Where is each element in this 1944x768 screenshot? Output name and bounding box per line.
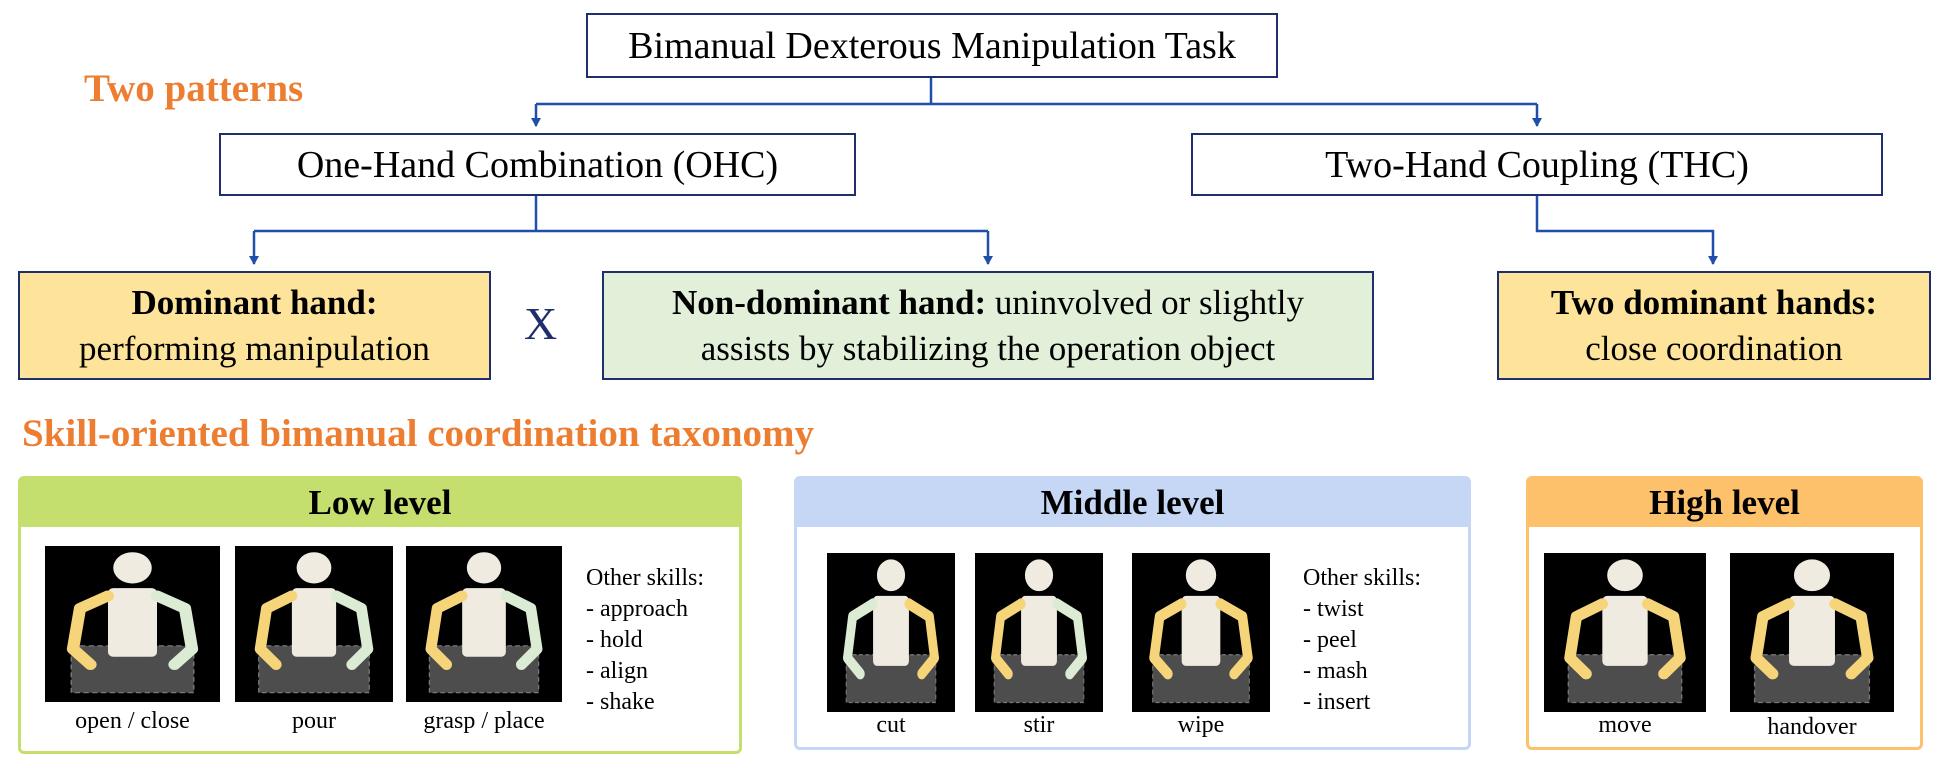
robot-figure bbox=[425, 552, 543, 694]
high-level-header: High level bbox=[1529, 479, 1920, 527]
middle-thumb-wipe bbox=[1132, 553, 1270, 712]
robot-left-arm bbox=[843, 598, 878, 680]
caption-grasp-place: grasp / place bbox=[423, 708, 545, 734]
root-task-label: Bimanual Dexterous Manipulation Task bbox=[628, 24, 1236, 67]
two-dominant-hands-box: Two dominant hands: close coordination bbox=[1497, 271, 1931, 380]
robot-torso bbox=[462, 588, 506, 657]
low-thumb-pour bbox=[235, 546, 393, 702]
robot-right-arm bbox=[1829, 598, 1874, 680]
robot-torso bbox=[1181, 595, 1221, 666]
middle-level-title: Middle level bbox=[1040, 483, 1225, 522]
robot-left-arm bbox=[1149, 598, 1187, 680]
combination-x-symbol: X bbox=[524, 298, 558, 349]
robot-head bbox=[1024, 559, 1054, 592]
dominant-hand-text: performing manipulation bbox=[79, 328, 430, 368]
robot-figure bbox=[1750, 559, 1874, 704]
middle-other-skills: Other skills: - twist - peel - mash - in… bbox=[1303, 563, 1421, 718]
skill-item: - mash bbox=[1303, 658, 1368, 684]
caption-open-close: open / close bbox=[75, 708, 190, 734]
robot-left-arm bbox=[425, 590, 468, 671]
robot-right-arm bbox=[904, 598, 939, 680]
robot-torso bbox=[291, 588, 337, 657]
skill-item: - insert bbox=[1303, 689, 1371, 715]
low-thumb-open-close bbox=[45, 546, 220, 702]
robot-left-arm bbox=[66, 590, 115, 671]
robot-left-arm bbox=[991, 598, 1026, 680]
ohc-box: One-Hand Combination (OHC) bbox=[219, 133, 856, 196]
low-level-title: Low level bbox=[308, 483, 452, 522]
low-level-header: Low level bbox=[21, 479, 739, 527]
robot-right-arm bbox=[1052, 598, 1087, 680]
robot-head bbox=[876, 559, 906, 592]
robot-torso bbox=[873, 595, 909, 666]
caption-stir: stir bbox=[1023, 712, 1055, 738]
robot-figure bbox=[991, 559, 1087, 704]
two-patterns-heading: Two patterns bbox=[84, 67, 304, 110]
middle-level-panel: Middle level bbox=[794, 476, 1471, 750]
high-level-title: High level bbox=[1649, 483, 1800, 522]
high-thumb-move bbox=[1544, 553, 1706, 712]
caption-handover: handover bbox=[1767, 714, 1857, 740]
thc-box: Two-Hand Coupling (THC) bbox=[1191, 133, 1883, 196]
robot-right-arm bbox=[1642, 598, 1686, 680]
robot-figure bbox=[1149, 559, 1253, 704]
two-dominant-hands-text: close coordination bbox=[1585, 328, 1843, 368]
high-level-panel: High level bbox=[1526, 476, 1923, 750]
robot-figure bbox=[254, 552, 374, 694]
robot-figure bbox=[843, 559, 939, 704]
skill-item: - shake bbox=[586, 689, 655, 715]
non-dominant-hand-title: Non-dominant hand: bbox=[671, 283, 987, 322]
high-thumb-handover bbox=[1730, 553, 1894, 712]
thc-label: Two-Hand Coupling (THC) bbox=[1325, 143, 1749, 186]
robot-right-arm bbox=[500, 590, 543, 671]
robot-figure bbox=[66, 552, 199, 694]
non-dominant-hand-box: Non-dominant hand: uninvolved or slightl… bbox=[602, 271, 1374, 380]
middle-thumb-cut bbox=[827, 553, 955, 712]
dominant-hand-box: Dominant hand: performing manipulation bbox=[18, 271, 491, 380]
robot-left-arm bbox=[1750, 598, 1795, 680]
caption-pour: pour bbox=[292, 708, 336, 734]
robot-head bbox=[1793, 559, 1831, 592]
skill-item: - peel bbox=[1303, 627, 1357, 653]
skills-heading: Other skills: bbox=[1303, 565, 1421, 591]
skills-heading: Other skills: bbox=[586, 565, 704, 591]
non-dominant-hand-line1: uninvolved or slightly bbox=[986, 283, 1305, 322]
middle-level-header: Middle level bbox=[797, 479, 1468, 527]
caption-cut: cut bbox=[876, 712, 906, 738]
robot-figure bbox=[1564, 559, 1686, 704]
robot-head bbox=[296, 552, 332, 584]
skill-item: - hold bbox=[586, 627, 643, 653]
non-dominant-hand-line2: assists by stabilizing the operation obj… bbox=[700, 328, 1276, 368]
robot-torso bbox=[1602, 595, 1648, 666]
skill-item: - twist bbox=[1303, 596, 1364, 622]
robot-head bbox=[1607, 559, 1643, 592]
robot-torso bbox=[1021, 595, 1057, 666]
robot-torso bbox=[108, 588, 157, 657]
skill-item: - align bbox=[586, 658, 648, 684]
taxonomy-heading: Skill-oriented bimanual coordination tax… bbox=[22, 412, 814, 455]
robot-right-arm bbox=[330, 590, 374, 671]
robot-head bbox=[1185, 559, 1217, 592]
two-dominant-hands-title: Two dominant hands: bbox=[1550, 283, 1878, 322]
dominant-hand-title: Dominant hand: bbox=[131, 283, 378, 322]
low-level-panel: Low level bbox=[18, 476, 742, 754]
robot-right-arm bbox=[1215, 598, 1253, 680]
arrow-to-two-dominant bbox=[1535, 196, 1718, 265]
robot-right-arm bbox=[150, 590, 199, 671]
robot-torso bbox=[1789, 595, 1835, 666]
middle-thumb-stir bbox=[975, 553, 1103, 712]
caption-move: move bbox=[1598, 712, 1652, 738]
robot-head bbox=[113, 552, 152, 584]
robot-left-arm bbox=[254, 590, 298, 671]
robot-head bbox=[466, 552, 502, 584]
root-task-box: Bimanual Dexterous Manipulation Task bbox=[586, 13, 1278, 78]
skill-item: - approach bbox=[586, 596, 688, 622]
low-thumb-grasp-place bbox=[406, 546, 562, 702]
caption-wipe: wipe bbox=[1177, 712, 1225, 738]
low-other-skills: Other skills: - approach - hold - align … bbox=[586, 563, 704, 718]
ohc-label: One-Hand Combination (OHC) bbox=[296, 143, 779, 186]
robot-left-arm bbox=[1564, 598, 1608, 680]
